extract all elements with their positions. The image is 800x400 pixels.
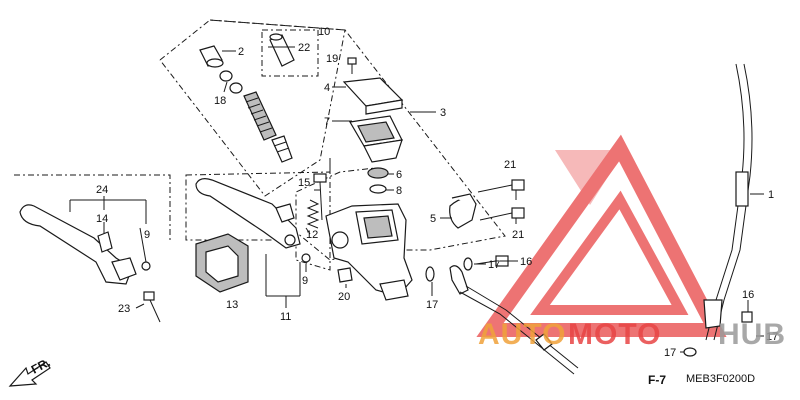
washer-part-18b (229, 82, 243, 94)
callout-11: 11 (280, 311, 291, 323)
ring-part-6 (367, 167, 389, 179)
group-24-outline (14, 174, 171, 240)
callout-10: 10 (318, 26, 330, 38)
leader-lines (69, 46, 764, 353)
banjo-bolt-part-16-lower (741, 311, 753, 323)
screw-part-19 (347, 57, 357, 74)
piston-spring-assembly (243, 91, 293, 163)
bolt-part-21-upper (477, 179, 525, 193)
callout-17-d: 17 (664, 347, 676, 359)
callout-17-b: 17 (488, 259, 500, 271)
group-22-box (261, 29, 319, 77)
watermark-word-moto: MOTO (568, 318, 661, 351)
callout-labels: 1 2 3 4 5 6 7 8 9 9 10 11 12 13 14 15 16… (96, 26, 778, 359)
callout-21-upper: 21 (504, 159, 516, 171)
bolt-part-15 (313, 173, 327, 221)
bolt-part-23 (143, 291, 161, 323)
callout-1: 1 (768, 189, 774, 201)
diagram-code: MEB3F0200D (686, 373, 755, 385)
nut-part-20 (337, 267, 353, 283)
reservoir-cap-part-4 (342, 77, 404, 115)
callout-23: 23 (118, 303, 130, 315)
callout-2: 2 (238, 46, 244, 58)
callout-8: 8 (396, 185, 402, 197)
callout-15: 15 (298, 177, 310, 189)
callout-20: 20 (338, 291, 350, 303)
diaphragm-part-7 (349, 115, 403, 163)
callout-22: 22 (298, 42, 310, 54)
callout-21-lower: 21 (512, 229, 524, 241)
watermark-logo (476, 134, 727, 337)
holder-part-5 (449, 193, 477, 229)
callout-14: 14 (96, 213, 108, 225)
cover-part-13 (195, 233, 249, 293)
callout-17-a: 17 (426, 299, 438, 311)
watermark-text: AUTO MOTO HUB (478, 318, 786, 351)
washer-part-17-a (425, 266, 435, 282)
boot-part-22 (269, 33, 295, 67)
pivot-part-9-right (301, 253, 311, 263)
watermark-word-hub: HUB (718, 318, 786, 351)
callout-16-lower: 16 (742, 289, 754, 301)
brake-hose-lower (449, 265, 579, 375)
callout-9-left: 9 (144, 229, 150, 241)
callout-18: 18 (214, 95, 226, 107)
callout-24: 24 (96, 184, 108, 196)
boot-cap-part-2 (199, 45, 224, 68)
bolt-part-21-lower (479, 207, 525, 221)
lever-assembly-part-24 (19, 204, 137, 285)
callout-12: 12 (306, 229, 318, 241)
section-ref: F-7 (648, 373, 666, 387)
spring-part-12 (306, 199, 320, 229)
pivot-part-9-left (141, 261, 151, 271)
brake-hose-part-1 (703, 63, 753, 341)
watermark-word-auto: AUTO (478, 318, 566, 351)
callout-6: 6 (396, 169, 402, 181)
callout-3: 3 (440, 107, 446, 119)
callout-19: 19 (326, 53, 338, 65)
callout-5: 5 (430, 213, 436, 225)
front-direction-indicator: FR. (8, 355, 52, 387)
callout-4: 4 (324, 82, 330, 94)
callout-7: 7 (324, 116, 330, 128)
washer-part-18 (219, 70, 233, 82)
callout-9-right: 9 (302, 275, 308, 287)
callout-17-c: 17 (766, 331, 778, 343)
washer-part-17-c (683, 347, 697, 357)
front-arrow-icon (8, 361, 51, 387)
callout-13: 13 (226, 299, 238, 311)
washer-part-17-b (463, 257, 473, 271)
ring-part-8 (369, 184, 387, 194)
master-cylinder-body (325, 203, 413, 301)
brake-lever-part-11 (195, 178, 301, 249)
callout-16-upper: 16 (520, 256, 532, 268)
